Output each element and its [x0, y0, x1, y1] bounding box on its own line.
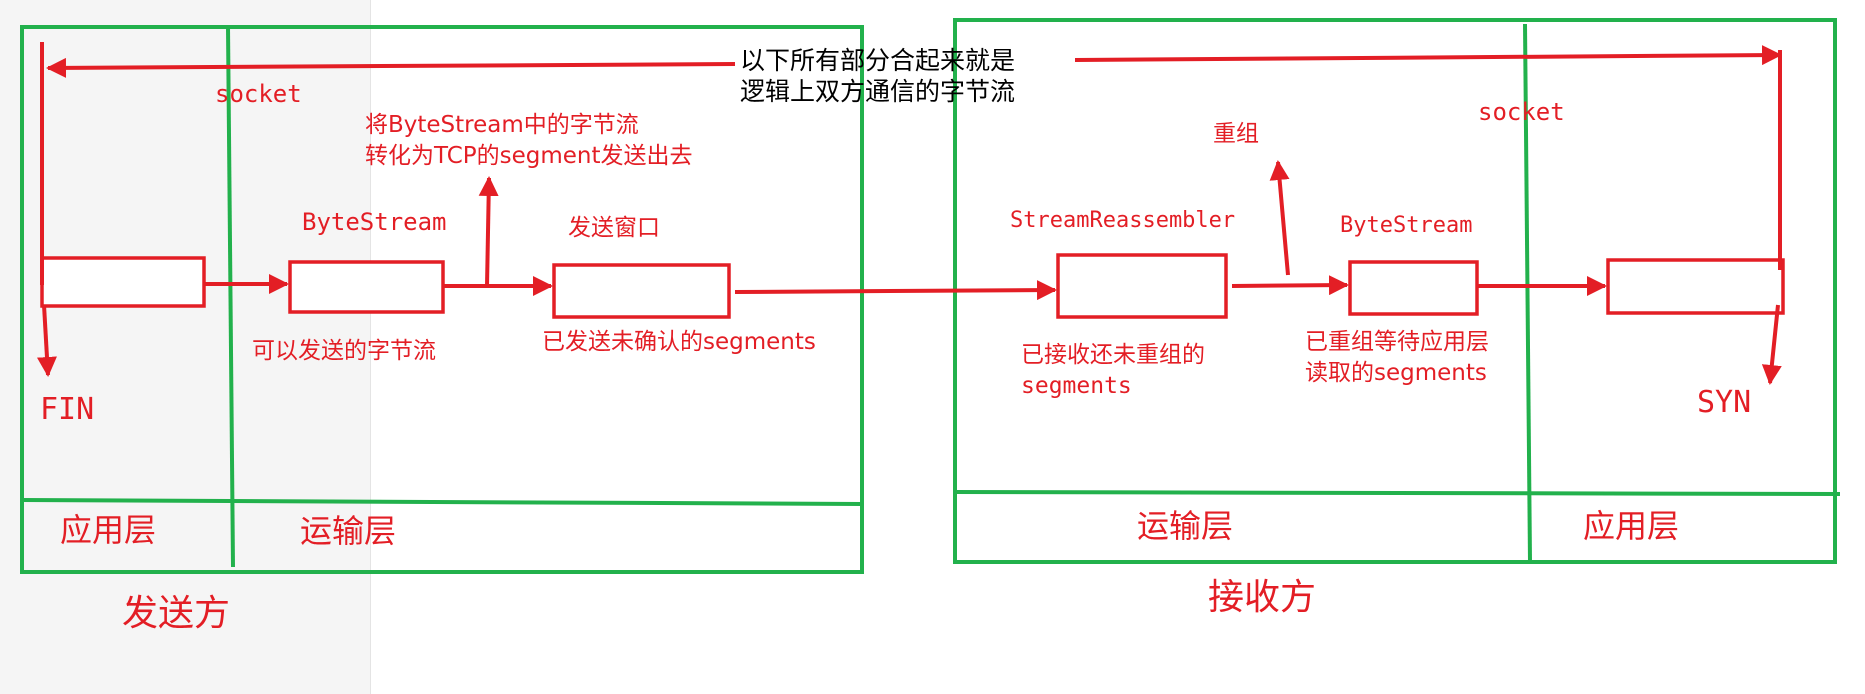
sender-title: 发送方	[122, 593, 231, 634]
sender-frame	[20, 25, 864, 574]
receiver-socket-label: socket	[1478, 98, 1565, 126]
receiver-bytestream-note: 已重组等待应用层 读取的segments	[1305, 327, 1489, 389]
receiver-app-divider	[1523, 23, 1532, 563]
overview-arrow-left	[46, 57, 736, 78]
overview-arrow-right	[1074, 45, 1782, 66]
reassembler-note-line-2: segments	[1021, 373, 1132, 399]
send-window-note: 已发送未确认的segments	[542, 329, 816, 355]
receiver-bytestream-box	[1348, 260, 1479, 316]
sender-socket-label: socket	[215, 80, 302, 108]
receiver-transport-layer-label: 运输层	[1137, 507, 1234, 545]
overview-note-line-2: 逻辑上双方通信的字节流	[740, 77, 1016, 106]
overview-note: 以下所有部分合起来就是 逻辑上双方通信的字节流	[740, 45, 1015, 107]
window-to-reassembler-arrow	[734, 280, 1057, 301]
fin-arrow	[36, 304, 57, 377]
syn-arrow	[1761, 304, 1782, 385]
reassembler-note: 已接收还未重组的 segments	[1021, 340, 1205, 402]
convert-up-arrow	[478, 176, 499, 287]
stream-reassembler-box	[1056, 253, 1228, 319]
left-canvas-background	[0, 0, 371, 694]
send-window-box	[552, 263, 731, 319]
receiver-bytestream-note-line-2: 读取的segments	[1305, 360, 1487, 386]
sender-transport-layer-label: 运输层	[300, 512, 397, 550]
sender-bytestream-box	[288, 260, 445, 314]
receiver-app-box	[1606, 258, 1785, 315]
receiver-layer-baseline	[954, 490, 1841, 496]
convert-note-line-2: 转化为TCP的segment发送出去	[365, 143, 693, 169]
fin-label: FIN	[40, 392, 95, 427]
receiver-title: 接收方	[1208, 577, 1317, 618]
sender-bytestream-title: ByteStream	[302, 208, 447, 236]
sender-app-layer-label: 应用层	[60, 511, 157, 549]
receiver-bytestream-title: ByteStream	[1340, 213, 1473, 238]
send-window-title: 发送窗口	[568, 215, 660, 241]
receiver-bytestream-note-line-1: 已重组等待应用层	[1305, 329, 1489, 355]
reassembler-note-line-1: 已接收还未重组的	[1021, 342, 1205, 368]
convert-note-line-1: 将ByteStream中的字节流	[365, 112, 639, 138]
reassemble-up-arrow	[1269, 160, 1290, 276]
sender-app-divider	[226, 26, 235, 568]
reassembler-to-bytestream-arrow	[1231, 275, 1349, 296]
reassemble-label: 重组	[1213, 121, 1259, 147]
syn-label: SYN	[1697, 385, 1752, 420]
convert-note: 将ByteStream中的字节流 转化为TCP的segment发送出去	[365, 110, 693, 172]
sender-layer-baseline	[21, 498, 863, 506]
overview-note-line-1: 以下所有部分合起来就是	[740, 46, 1016, 75]
receiver-app-layer-label: 应用层	[1583, 507, 1680, 545]
sender-bytestream-note: 可以发送的字节流	[252, 338, 436, 364]
sender-app-box	[40, 256, 206, 308]
stream-reassembler-title: StreamReassembler	[1010, 208, 1236, 233]
